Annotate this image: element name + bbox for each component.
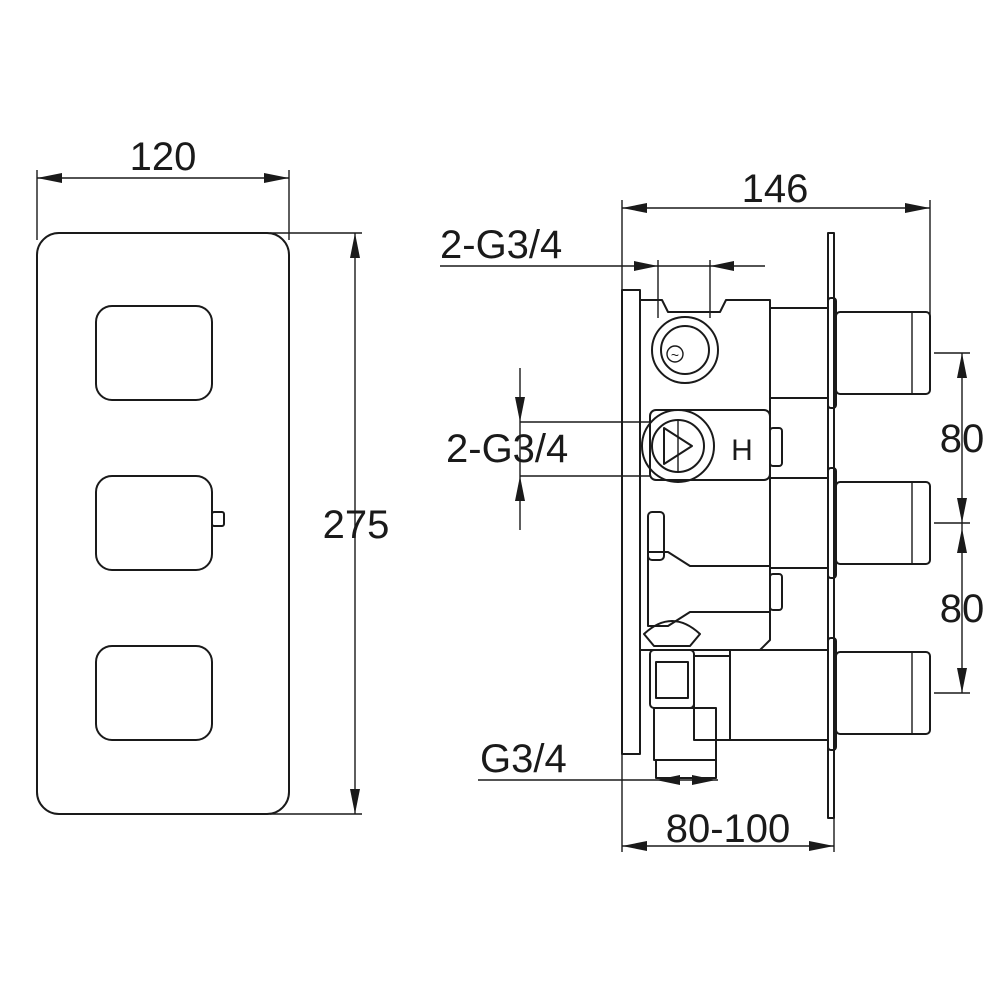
spindle-middle [769, 467, 931, 579]
control-button-bottom [95, 645, 213, 741]
side-depth-label: 146 [742, 167, 809, 211]
mounting-plate [621, 289, 641, 755]
side-view: ~ H [440, 167, 984, 852]
front-view: 120 275 [36, 135, 390, 815]
spacing-upper-label: 80 [940, 417, 985, 461]
front-height-label: 275 [323, 503, 390, 547]
side-depth-dimension: 146 [621, 167, 931, 320]
side-port [769, 573, 783, 611]
spacing-lower-dimension: 80 [934, 523, 985, 694]
top-inlets-label: 2-G3/4 [440, 223, 562, 267]
small-fitting [647, 511, 665, 561]
cold-symbol: ~ [671, 347, 679, 363]
faceplate [36, 232, 290, 815]
hot-symbol: H [731, 434, 753, 467]
mixer-body [647, 551, 771, 627]
control-button-top [95, 305, 213, 401]
front-width-label: 120 [130, 135, 197, 179]
side-indicator [211, 511, 225, 527]
front-height-dimension: 275 [270, 232, 390, 815]
spindle-top [769, 297, 931, 409]
outlet-fitting [643, 620, 731, 779]
install-depth-label: 80-100 [666, 807, 791, 851]
middle-inlets-dimension: 2-G3/4 [446, 368, 650, 530]
middle-inlets-label: 2-G3/4 [446, 427, 568, 471]
spacing-lower-label: 80 [940, 587, 985, 631]
spindle-bottom [729, 637, 931, 751]
top-inlets-dimension: 2-G3/4 [440, 223, 765, 318]
valve-body [639, 299, 771, 651]
control-button-middle [95, 475, 213, 571]
inlet-cold: ~ [651, 316, 719, 384]
front-width-dimension: 120 [36, 135, 290, 240]
install-depth-dimension: 80-100 [621, 754, 835, 852]
bottom-outlet-dimension: G3/4 [478, 737, 718, 785]
bottom-outlet-label: G3/4 [480, 737, 567, 781]
spacing-upper-dimension: 80 [934, 352, 985, 524]
inlet-hot: H [641, 409, 783, 483]
